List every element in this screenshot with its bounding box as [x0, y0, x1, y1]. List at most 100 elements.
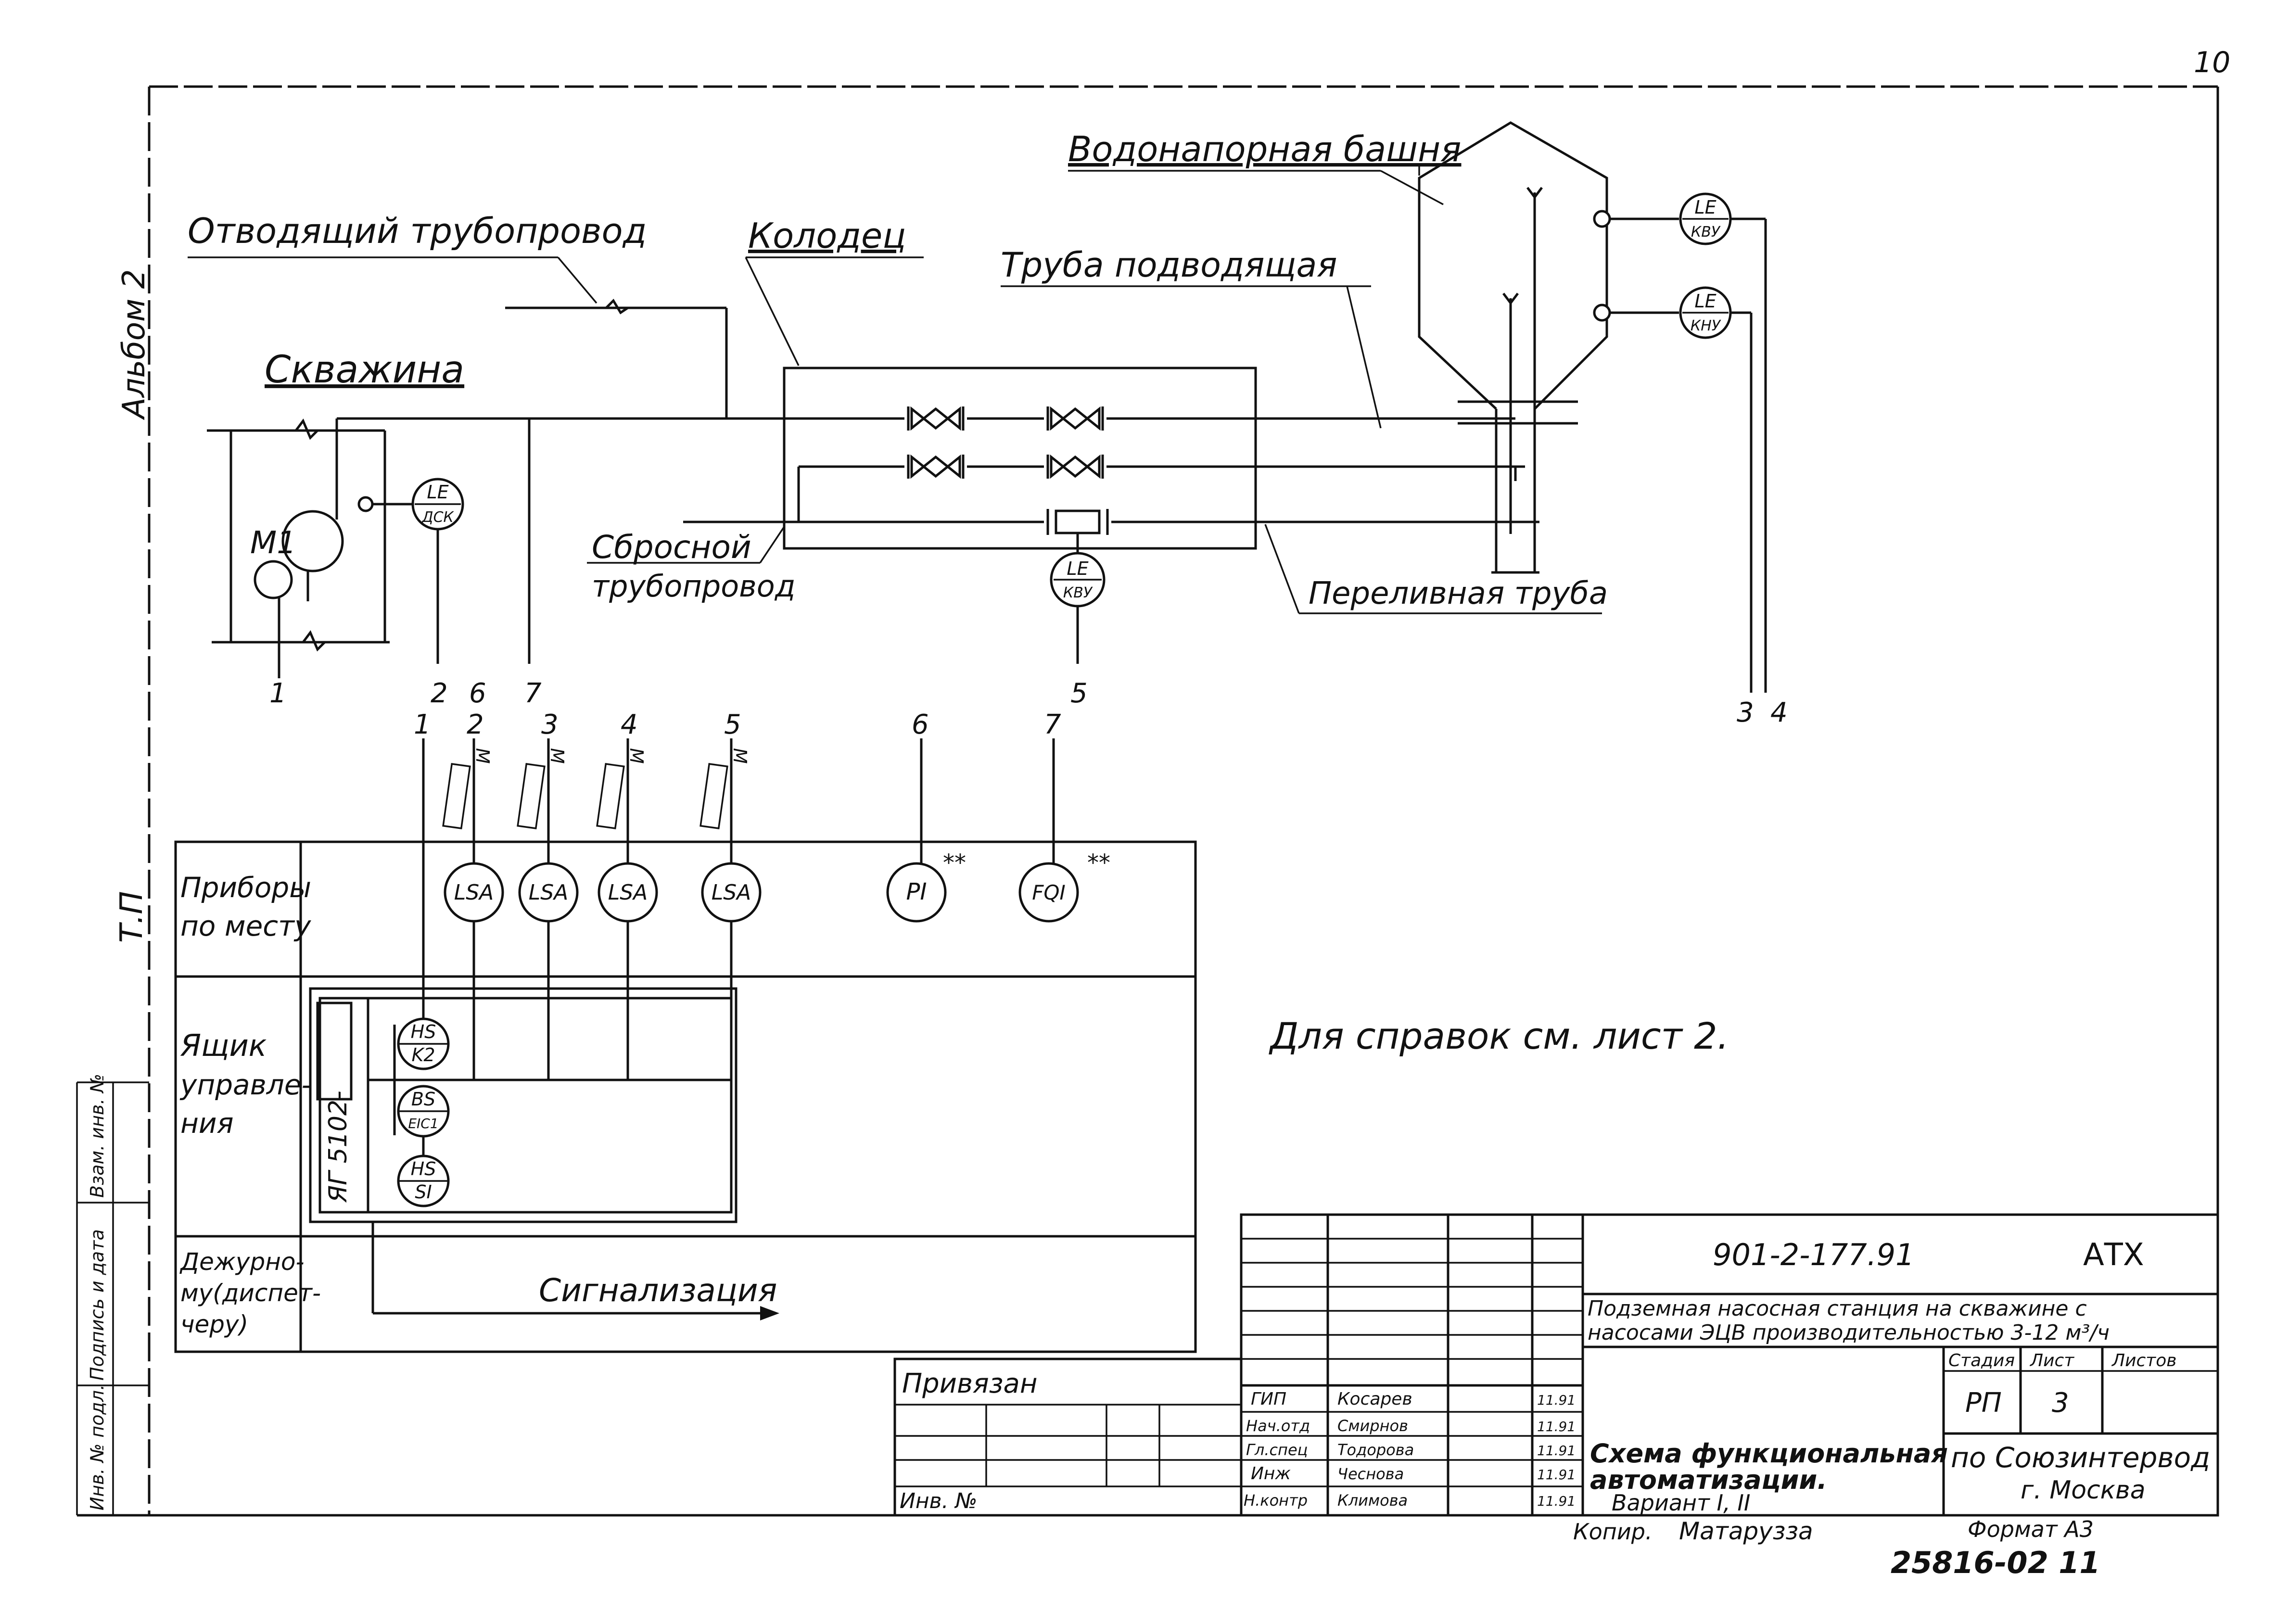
signer-role: Инж — [1251, 1464, 1291, 1484]
remark-mark: ** — [1087, 850, 1110, 876]
switch-hs-si — [397, 1155, 450, 1207]
instrument-lsa — [444, 862, 504, 1080]
stage-header: Стадия — [1948, 1351, 2015, 1370]
drawing-mark: АТХ — [2083, 1237, 2144, 1273]
panel-line-number: 6 — [912, 709, 929, 740]
signer-date: 11.91 — [1537, 1443, 1576, 1459]
row-label-box: ния — [180, 1107, 234, 1140]
signer-role: ГИП — [1251, 1389, 1286, 1409]
well-pit — [683, 256, 1539, 550]
supply-pipe-label: Труба подводящая — [1001, 245, 1337, 285]
drain-pipe-leader — [587, 526, 785, 564]
organization-1: по Союзинтервод — [1951, 1441, 2210, 1474]
sheet-number: 10 — [2194, 46, 2230, 79]
signer-name: Тодорова — [1337, 1441, 1414, 1459]
signal-label: Сигнализация — [539, 1272, 777, 1309]
sensor-le-kvu-tower — [1593, 192, 1767, 693]
sensor-le-knu-tower — [1593, 286, 1753, 693]
panel-lines — [422, 738, 1055, 1020]
switch-hs-si-bottom: SI — [415, 1181, 432, 1203]
row-label-dispatcher: Дежурно- — [179, 1248, 305, 1276]
sensor-bs-bottom: EIС1 — [408, 1116, 438, 1131]
row-label-dispatcher: черу) — [180, 1310, 248, 1338]
signer-role: Н.контр — [1244, 1491, 1308, 1510]
sensor-le-knu-tower-top: LE — [1694, 291, 1716, 312]
water-tower-leader — [1068, 170, 1444, 205]
signer-date: 11.91 — [1537, 1419, 1576, 1434]
borehole-label: Скважина — [265, 348, 464, 392]
margin-inv-podl-label: Инв. № подл. — [87, 1384, 108, 1510]
cable-mark: М — [626, 748, 647, 764]
cable-mark: М — [472, 748, 493, 764]
sensor-le-dsk-top: LE — [427, 482, 448, 503]
signer-date: 11.91 — [1537, 1467, 1576, 1483]
sensor-le-kvu-pit-bottom: КВУ — [1063, 584, 1093, 601]
signer-role: Нач.отд — [1246, 1417, 1310, 1435]
sensor-le-kvu-pit — [1050, 552, 1106, 664]
switch-hs-si-top: HS — [411, 1158, 436, 1180]
panel-line-number: 3 — [541, 709, 559, 740]
copied-label: Копир. — [1573, 1519, 1653, 1545]
water-tower-label: Водонапорная башня — [1068, 129, 1462, 169]
pump-label: М1 — [250, 525, 296, 561]
drawing-title-3: Вариант I, II — [1612, 1490, 1750, 1516]
valve — [1044, 454, 1106, 479]
switch-hs-k2 — [397, 1017, 450, 1070]
valve — [904, 406, 967, 431]
remark-mark: ** — [943, 850, 966, 876]
borehole — [207, 417, 726, 664]
panel-line-number: 2 — [467, 709, 484, 740]
cable-mark: М — [729, 748, 750, 764]
sensor-le-kvu-tower-top: LE — [1694, 197, 1716, 218]
instrument-fqi — [1018, 862, 1079, 923]
stage-value: РП — [1965, 1387, 2002, 1419]
supply-pipe-leader — [1001, 285, 1515, 429]
archive-number: 25816-02 11 — [1891, 1545, 2100, 1580]
field-line-number: 5 — [1070, 678, 1088, 709]
signer-name: Косарев — [1337, 1389, 1412, 1409]
well-pit-label: Колодец — [748, 216, 906, 256]
cable-mark: М — [547, 748, 568, 764]
field-line-number: 6 — [469, 678, 486, 709]
flow-element — [1044, 509, 1111, 553]
signer-role: Гл.спец — [1246, 1441, 1308, 1459]
signal-arrow — [371, 1222, 779, 1320]
organization-2: г. Москва — [2021, 1476, 2146, 1505]
project-description-2: насосами ЭЦВ производительностью 3-12 м³… — [1588, 1320, 2110, 1345]
overflow-pipe-leader — [1264, 524, 1602, 614]
row-label-box: управле- — [179, 1068, 311, 1101]
switch-hs-k2-top: HS — [411, 1021, 436, 1042]
margin-tp-label: Т.П — [114, 891, 150, 943]
discharge-pipe-label: Отводящий трубопровод — [188, 211, 647, 251]
instrument-pi — [886, 862, 947, 923]
control-box — [309, 987, 737, 1223]
discharge-pipe — [188, 256, 728, 419]
privyazan-label: Привязан — [902, 1368, 1037, 1399]
field-line-number: 7 — [524, 678, 542, 709]
sensor-le-dsk — [357, 478, 464, 664]
signer-name: Климова — [1337, 1491, 1408, 1510]
field-line-number: 2 — [431, 678, 448, 709]
row-label-box: Ящик — [180, 1028, 267, 1063]
sensor-bs — [397, 1085, 450, 1157]
inv-no-label: Инв. № — [900, 1489, 977, 1513]
copied-name: Матарузза — [1679, 1517, 1813, 1545]
sheet-header: Лист — [2029, 1351, 2074, 1370]
instrument-table — [174, 840, 1197, 1353]
pump-m1 — [254, 510, 344, 678]
instrument-pi-label: PI — [906, 878, 927, 905]
drawing-title-2: автоматизации. — [1590, 1465, 1827, 1495]
valve — [1044, 406, 1106, 431]
field-line-number: 3 — [1737, 697, 1754, 728]
field-line-number: 1 — [269, 678, 287, 709]
title-block — [893, 1213, 2219, 1517]
field-line-number: 4 — [1770, 697, 1788, 728]
drain-pipe-label-1: Сбросной — [592, 529, 751, 566]
sensor-le-kvu-pit-top: LE — [1067, 558, 1088, 579]
instrument-lsa-label: LSA — [712, 880, 751, 905]
signer-name: Чеснова — [1337, 1465, 1404, 1483]
margin-vzam-label: Взам. инв. № — [87, 1074, 108, 1198]
water-tower — [1418, 121, 1608, 574]
drain-pipe-label-2: трубопровод — [592, 569, 796, 604]
